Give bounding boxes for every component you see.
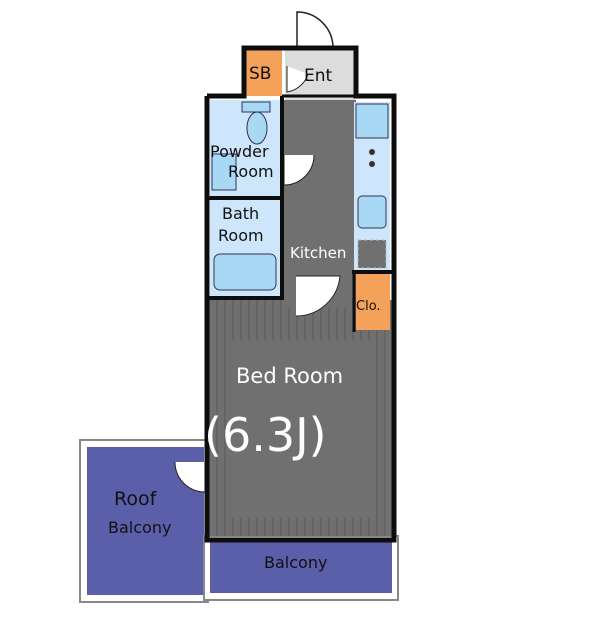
- powder-room: [210, 100, 315, 196]
- powder-room-label-line2: Room: [228, 162, 274, 181]
- shoe-box: [246, 50, 282, 96]
- shoe-box-label: SB: [249, 64, 272, 84]
- kitchen-label: Kitchen: [290, 244, 347, 262]
- bath-room-label-line2: Room: [218, 226, 264, 245]
- kitchen-counter: [354, 102, 390, 272]
- bed-room-label: Bed Room: [236, 364, 344, 388]
- walls: [204, 45, 397, 543]
- closet-label: Clo.: [356, 299, 381, 314]
- bed-room-size: (6.3J): [204, 408, 327, 462]
- powder-room-label-line1: Powder: [210, 142, 269, 161]
- closet: [356, 274, 390, 330]
- roof-balcony-label-line1: Roof: [114, 488, 157, 510]
- bed-room: [208, 300, 394, 536]
- closet-door: [295, 275, 341, 317]
- entrance-label: Ent: [304, 66, 333, 86]
- bath-room: [210, 200, 280, 296]
- corridor-floor: [284, 100, 356, 300]
- roof-balcony-label-line2: Balcony: [108, 518, 172, 537]
- bath-room-label-line1: Bath: [222, 204, 260, 223]
- balcony-label: Balcony: [264, 553, 328, 572]
- roof-door: [174, 461, 206, 493]
- entrance: [285, 11, 355, 100]
